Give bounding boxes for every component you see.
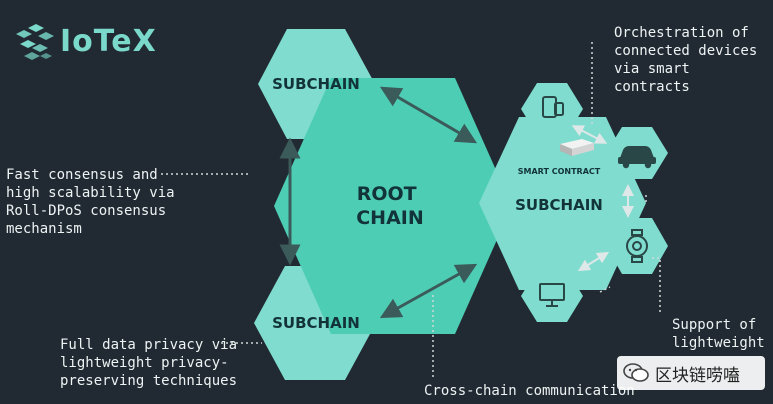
watermark-text: 区块链唠嗑: [655, 365, 740, 386]
device-hex-watch: [606, 218, 668, 274]
annotation-consensus: Fast consensus and high scalability via …: [6, 167, 175, 237]
root-chain-label: ROOT CHAIN: [356, 183, 424, 229]
smartwatch-icon: [626, 229, 648, 263]
subchain-top-label: SUBCHAIN: [272, 75, 360, 93]
smart-contract-label: SMART CONTRACT: [518, 167, 601, 176]
device-arrows: [571, 125, 634, 272]
leader-lines: [161, 42, 661, 377]
device-hex-tablet: [521, 83, 583, 135]
device-hex-car: [606, 127, 668, 179]
subchain-right-label: SUBCHAIN: [515, 196, 603, 214]
wechat-icon: [623, 363, 649, 382]
annotation-crosschain: Cross-chain communication: [424, 383, 635, 399]
chain-arrows: [279, 86, 478, 319]
car-icon: [618, 146, 656, 169]
subchain-bottom-label: SUBCHAIN: [272, 314, 360, 332]
brand-name: IoTeX: [60, 24, 157, 59]
subchain-right-hex: [479, 117, 646, 290]
watermark-badge: 区块链唠嗑: [617, 356, 765, 390]
cube-cluster-icon: [16, 24, 54, 60]
annotation-support: Support of lightweight: [672, 317, 765, 351]
tablet-phone-icon: [542, 96, 564, 118]
annotation-orchestration: Orchestration of connected devices via s…: [614, 25, 758, 95]
device-hex-monitor: [521, 270, 583, 322]
monitor-icon: [539, 283, 565, 307]
annotation-privacy: Full data privacy via lightweight privac…: [60, 337, 238, 389]
